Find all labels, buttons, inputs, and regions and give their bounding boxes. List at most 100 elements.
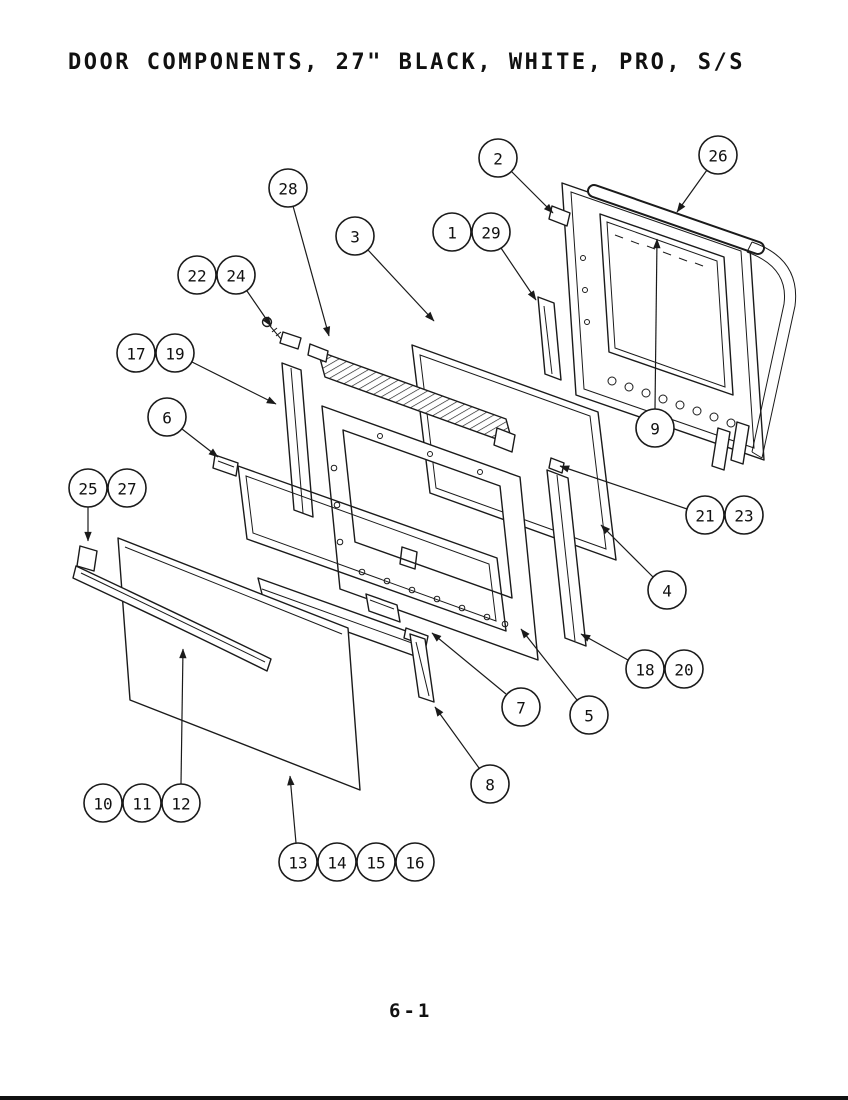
callout-circle	[724, 495, 764, 535]
callout-label: 16	[405, 854, 424, 873]
callout-13: 13	[278, 842, 318, 882]
callout-circle	[569, 695, 609, 735]
callout-circle	[216, 255, 256, 295]
leader-10-12	[179, 648, 187, 785]
page-title: DOOR COMPONENTS, 27" BLACK, WHITE, PRO, …	[68, 50, 746, 75]
callout-circle	[83, 783, 123, 823]
callout-circle	[432, 212, 472, 252]
callout-4: 4	[647, 570, 687, 610]
callout-1: 1	[432, 212, 472, 252]
callout-circle	[470, 764, 510, 804]
callout-circle	[471, 212, 511, 252]
callout-circle	[478, 138, 518, 178]
callout-7: 7	[501, 687, 541, 727]
callout-19: 19	[155, 333, 195, 373]
callout-label: 27	[117, 480, 136, 499]
frame-vent-holes	[580, 255, 736, 428]
callout-label: 25	[78, 480, 97, 499]
leader-2	[510, 170, 554, 214]
callout-label: 20	[674, 661, 693, 680]
callout-circle	[155, 333, 195, 373]
leader-26	[676, 169, 708, 213]
callout-8: 8	[470, 764, 510, 804]
leader-4	[600, 524, 654, 578]
callout-label: 28	[278, 180, 297, 199]
frame-vent-dashes	[614, 234, 704, 267]
callout-label: 5	[584, 707, 594, 726]
part-vent-strip-8	[403, 627, 435, 703]
frame-hinge-arm-left	[711, 427, 731, 471]
callout-label: 23	[734, 507, 753, 526]
leader-3	[367, 249, 435, 322]
callout-label: 13	[288, 854, 307, 873]
callout-circle	[395, 842, 435, 882]
callout-label: 24	[226, 267, 245, 286]
callout-20: 20	[664, 649, 704, 689]
part-right-trim-strip	[546, 469, 587, 647]
callout-29: 29	[471, 212, 511, 252]
page-number: 6-1	[389, 1000, 433, 1022]
callout-11: 11	[122, 783, 162, 823]
callout-circle	[501, 687, 541, 727]
callout-label: 7	[516, 699, 526, 718]
callout-circle	[116, 333, 156, 373]
part-top-handle-bar	[587, 184, 765, 255]
part-hinge-rail-28	[307, 343, 516, 453]
callout-label: 1	[447, 224, 457, 243]
callout-14: 14	[317, 842, 357, 882]
callout-3: 3	[335, 216, 375, 256]
callout-label: 3	[350, 228, 360, 247]
callout-circle	[625, 649, 665, 689]
callout-circle	[647, 570, 687, 610]
callout-16: 16	[395, 842, 435, 882]
leader-22-24	[246, 290, 272, 327]
leader-18-20	[580, 633, 629, 661]
callout-circle	[122, 783, 162, 823]
bottom-rule	[0, 1096, 848, 1100]
leader-28	[292, 205, 331, 337]
part-middle-glass	[237, 465, 507, 632]
callout-circle	[635, 408, 675, 448]
leader-29	[500, 247, 537, 301]
callout-12: 12	[161, 783, 201, 823]
part-front-glass	[117, 537, 361, 791]
part-small-channel-7	[365, 593, 401, 623]
part-handle-end-bracket	[76, 545, 98, 572]
callout-15: 15	[356, 842, 396, 882]
leader-lines	[84, 169, 708, 844]
callout-circle	[147, 397, 187, 437]
callout-27: 27	[107, 468, 147, 508]
callout-label: 18	[635, 661, 654, 680]
callout-26: 26	[698, 135, 738, 175]
callout-circle	[698, 135, 738, 175]
callout-circle	[356, 842, 396, 882]
leader-6	[181, 428, 219, 458]
callout-9: 9	[635, 408, 675, 448]
callout-circle	[664, 649, 704, 689]
leader-13-16	[287, 775, 297, 844]
inner-door-screw-holes	[330, 433, 509, 628]
callout-label: 8	[485, 776, 495, 795]
callout-circle	[268, 168, 308, 208]
callout-circle	[278, 842, 318, 882]
callout-10: 10	[83, 783, 123, 823]
part-left-trim-strip	[281, 362, 314, 518]
leader-21-23	[559, 465, 688, 510]
callout-label: 15	[366, 854, 385, 873]
callout-label: 17	[126, 345, 145, 364]
callout-label: 9	[650, 420, 660, 439]
callout-25: 25	[68, 468, 108, 508]
leader-8	[434, 706, 480, 769]
part-inner-door-panel	[321, 405, 539, 661]
frame-hinge-arm-right	[730, 421, 750, 465]
part-spacer-strip-29	[537, 296, 562, 381]
callout-label: 22	[187, 267, 206, 286]
callout-18: 18	[625, 649, 665, 689]
callout-circle	[68, 468, 108, 508]
callout-5: 5	[569, 695, 609, 735]
callout-circle	[161, 783, 201, 823]
leader-5	[520, 628, 578, 701]
leader-17-19	[191, 361, 277, 405]
callout-circle	[107, 468, 147, 508]
